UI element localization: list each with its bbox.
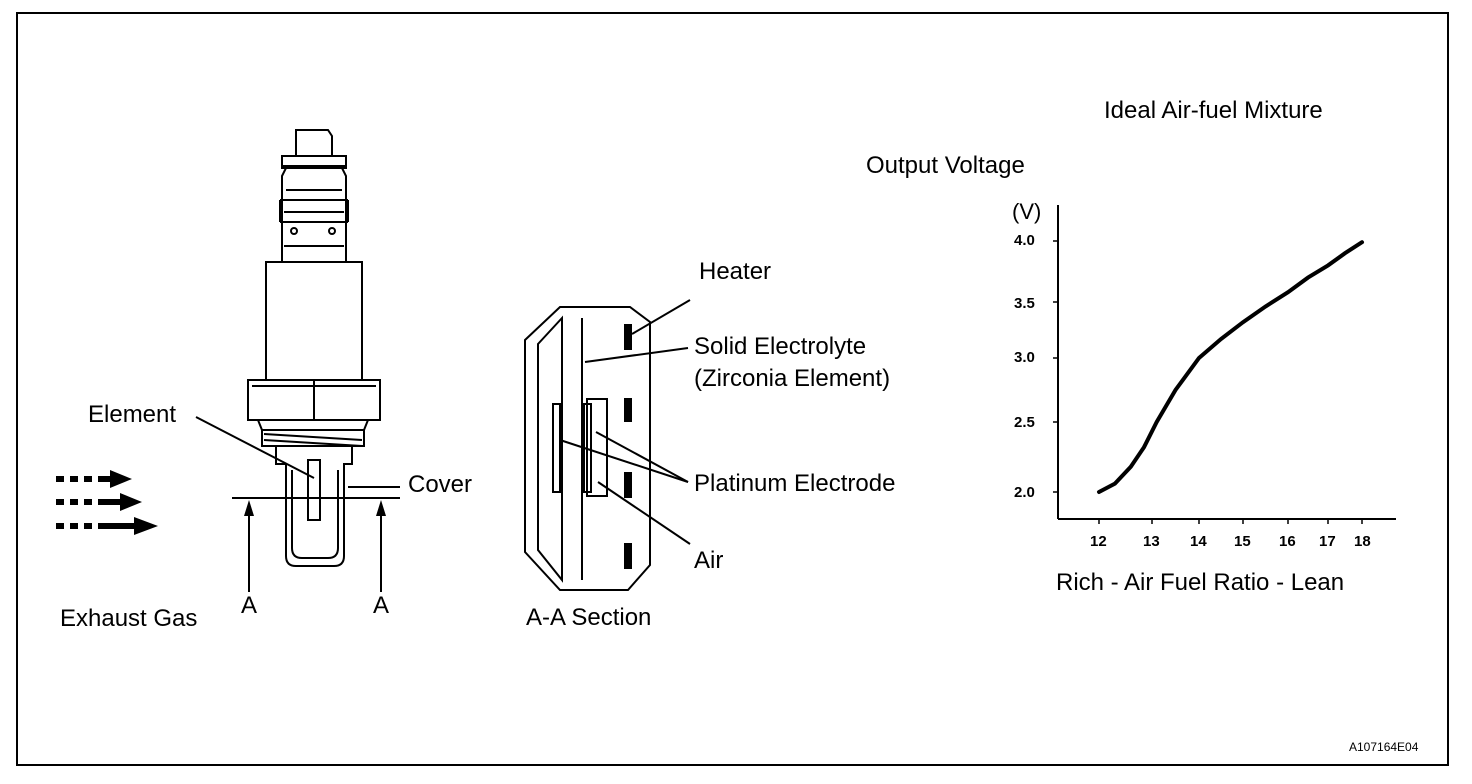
section-arrowheads (244, 500, 386, 516)
x-tick-label: 13 (1143, 533, 1160, 550)
y-tick-label: 3.0 (1014, 349, 1035, 366)
x-tick-label: 17 (1319, 533, 1336, 550)
x-axis-label: Rich - Air Fuel Ratio - Lean (1056, 569, 1345, 596)
voltage-curve (1097, 240, 1364, 494)
element-label: Element (88, 401, 177, 428)
exhaust-gas-arrows-icon (56, 470, 158, 535)
heater-label: Heater (699, 258, 772, 285)
voltage-chart (1053, 205, 1396, 524)
x-tick-label: 16 (1279, 533, 1296, 550)
x-tick-label: 15 (1234, 533, 1251, 550)
air-label: Air (694, 547, 724, 574)
chart-title: Ideal Air-fuel Mixture (1104, 97, 1323, 124)
cover-label: Cover (408, 471, 473, 498)
solid-electrolyte-label: Solid Electrolyte (694, 333, 867, 360)
figure-id: A107164E04 (1349, 740, 1419, 754)
platinum-electrode-label: Platinum Electrode (694, 470, 896, 497)
y-axis-unit: (V) (1012, 199, 1042, 224)
a-a-section-drawing (524, 299, 691, 591)
y-axis-label: Output Voltage (866, 152, 1025, 179)
x-tick-label: 12 (1090, 533, 1107, 550)
y-tick-label: 3.5 (1014, 295, 1035, 312)
x-tick-label: 18 (1354, 533, 1371, 550)
heater-elements (624, 324, 632, 569)
y-tick-label: 4.0 (1014, 232, 1035, 249)
y-tick-label: 2.5 (1014, 414, 1035, 431)
oxygen-sensor-drawing (195, 129, 400, 592)
figure-frame (16, 12, 1449, 766)
x-tick-label: 14 (1190, 533, 1207, 550)
section-mark-right: A (373, 592, 390, 619)
section-title: A-A Section (526, 604, 652, 631)
y-tick-label: 2.0 (1014, 484, 1035, 501)
exhaust-gas-label: Exhaust Gas (60, 605, 198, 632)
section-mark-left: A (241, 592, 258, 619)
zirconia-label: (Zirconia Element) (694, 365, 891, 392)
